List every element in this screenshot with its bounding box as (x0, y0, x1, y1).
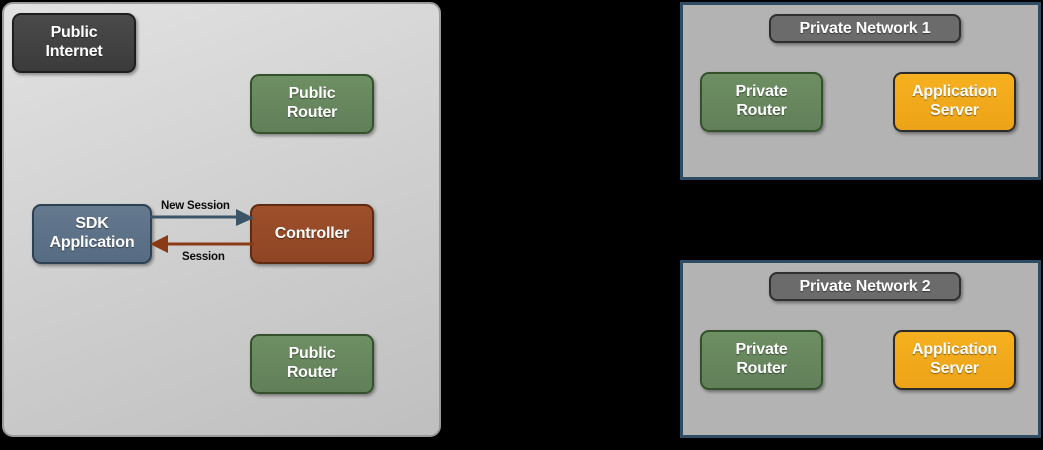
node-sdk-application-label: SDK Application (49, 215, 135, 251)
node-controller[interactable]: Controller (250, 204, 374, 264)
panel-private-network-1-title: Private Network 1 (769, 14, 961, 43)
node-application-server-2[interactable]: Application Server (893, 330, 1016, 390)
node-public-router-bottom-label: Public Router (286, 345, 338, 381)
node-controller-label: Controller (274, 224, 350, 242)
node-private-router-1-label: Private Router (735, 83, 788, 119)
panel-private-network-2: Private Network 2 Private Router Applica… (680, 260, 1041, 438)
node-private-router-1[interactable]: Private Router (700, 72, 823, 132)
node-application-server-2-label: Application Server (912, 341, 997, 377)
node-public-router-top[interactable]: Public Router (250, 74, 374, 134)
node-public-router-bottom[interactable]: Public Router (250, 334, 374, 394)
node-sdk-application[interactable]: SDK Application (32, 204, 152, 264)
arrow-new-session (150, 209, 254, 226)
node-application-server-1-label: Application Server (912, 83, 997, 119)
node-private-router-2-label: Private Router (735, 341, 788, 377)
node-public-router-top-label: Public Router (286, 85, 338, 121)
panel-private-network-1: Private Network 1 Private Router Applica… (680, 2, 1041, 180)
node-public-internet-label: Public Internet (45, 24, 103, 60)
public-internet-zone: Public Internet Public Router SDK Applic… (2, 2, 441, 437)
node-private-router-2[interactable]: Private Router (700, 330, 823, 390)
node-application-server-1[interactable]: Application Server (893, 72, 1016, 132)
arrow-session (150, 235, 254, 253)
arrow-new-session-label: New Session (161, 200, 230, 212)
node-public-internet[interactable]: Public Internet (12, 13, 136, 73)
arrow-session-label: Session (182, 251, 225, 263)
panel-private-network-2-title: Private Network 2 (769, 272, 961, 301)
